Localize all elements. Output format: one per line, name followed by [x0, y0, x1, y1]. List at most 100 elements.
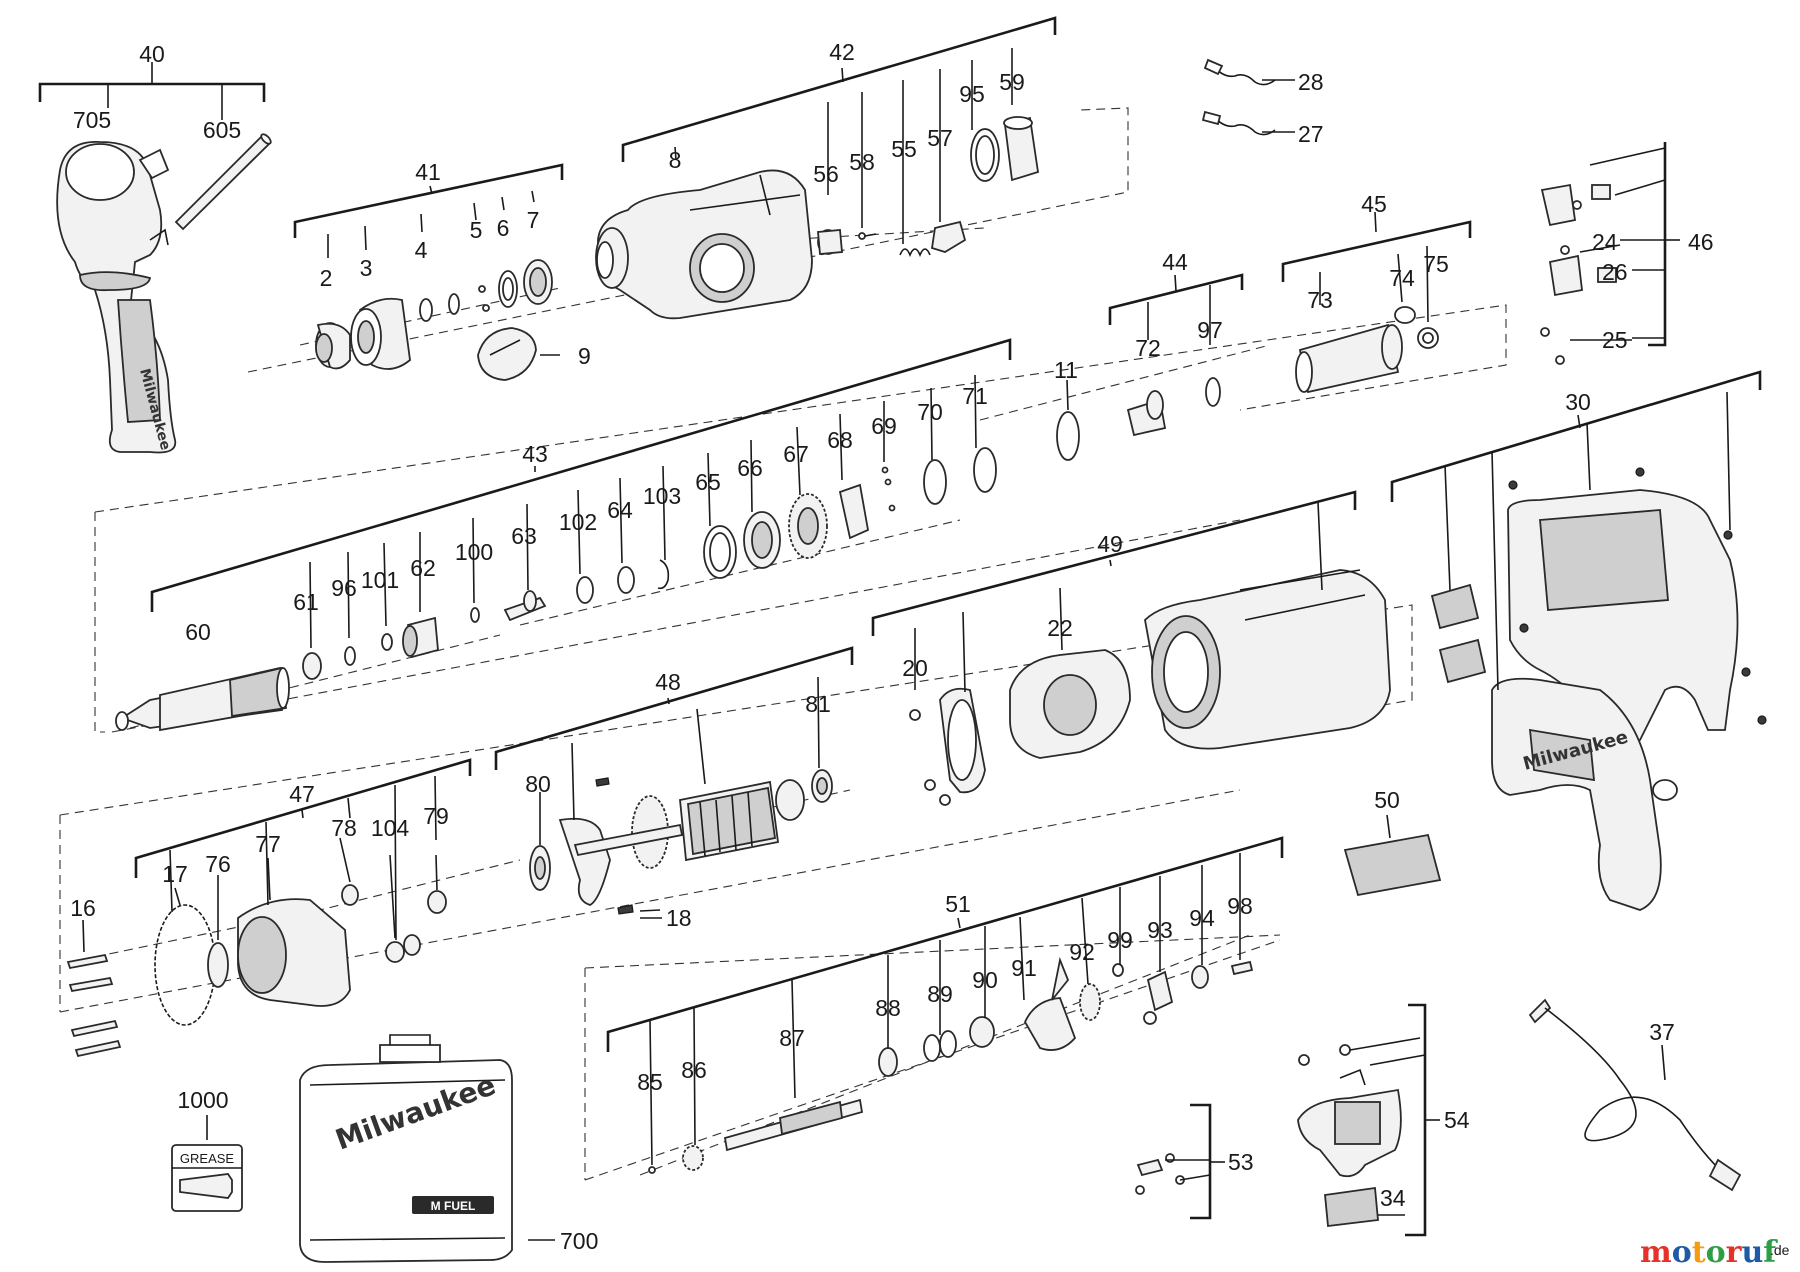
callout-69: 69 [871, 413, 897, 439]
callout-37: 37 [1649, 1019, 1675, 1045]
callout-95: 95 [959, 81, 985, 107]
callout-80: 80 [525, 771, 551, 797]
callout-58: 58 [849, 149, 875, 175]
callout-104: 104 [371, 815, 410, 841]
callout-41: 41 [415, 159, 441, 185]
callout-78: 78 [331, 815, 357, 841]
watermark-letter: t [1692, 1235, 1706, 1270]
callout-605: 605 [203, 117, 241, 143]
callout-65: 65 [695, 469, 721, 495]
callout-11: 11 [1054, 357, 1078, 383]
callout-20: 20 [902, 655, 928, 681]
spindle-assembly-parts [115, 411, 1080, 732]
callout-89: 89 [927, 981, 953, 1007]
callout-53: 53 [1228, 1149, 1254, 1175]
callout-42: 42 [829, 39, 855, 65]
side-handle-part: Milwaukee [56, 133, 272, 454]
callout-3: 3 [360, 255, 373, 281]
watermark-letter: o [1672, 1235, 1692, 1270]
callout-43: 43 [522, 441, 548, 467]
callout-25: 25 [1602, 327, 1628, 353]
callout-91: 91 [1011, 955, 1037, 981]
callout-63: 63 [511, 523, 537, 549]
callout-99: 99 [1107, 927, 1133, 953]
callout-27: 27 [1298, 121, 1324, 147]
callout-8: 8 [669, 147, 682, 173]
callout-54: 54 [1444, 1107, 1470, 1133]
gearbox-housing-parts [66, 884, 447, 1058]
callout-22: 22 [1047, 615, 1073, 641]
power-cord-part [1528, 998, 1742, 1192]
watermark-letter: m [1640, 1235, 1672, 1270]
watermark-letter: r [1726, 1235, 1743, 1270]
case-badge: M FUEL [431, 1199, 476, 1213]
callout-76: 76 [205, 851, 231, 877]
watermark-letter: f [1763, 1235, 1778, 1270]
callout-6: 6 [497, 215, 510, 241]
callout-47: 47 [289, 781, 315, 807]
callout-96: 96 [331, 575, 357, 601]
callout-88: 88 [875, 995, 901, 1021]
callout-9: 9 [578, 343, 591, 369]
callout-24: 24 [1592, 229, 1618, 255]
callout-brackets [38, 16, 1762, 1241]
callout-86: 86 [681, 1057, 707, 1083]
motor-housing-part: Milwaukee [1430, 467, 1767, 911]
watermark-suffix: .de [1770, 1242, 1790, 1258]
armature-parts [529, 769, 833, 915]
callout-45: 45 [1361, 191, 1387, 217]
watermark-logo: motoruf .de [1640, 1235, 1790, 1270]
callout-85: 85 [637, 1069, 663, 1095]
callout-100: 100 [455, 539, 493, 565]
watermark-letter: u [1741, 1235, 1763, 1270]
callout-49: 49 [1097, 531, 1123, 557]
callout-102: 102 [559, 509, 597, 535]
callout-74: 74 [1389, 265, 1415, 291]
callout-101: 101 [361, 567, 399, 593]
callout-50: 50 [1374, 787, 1400, 813]
foam-pad-part [1343, 833, 1442, 897]
watermark-letter: o [1706, 1235, 1726, 1270]
callout-59: 59 [999, 69, 1025, 95]
grease-icon: GREASE [171, 1144, 243, 1212]
callout-68: 68 [827, 427, 853, 453]
callout-56: 56 [813, 161, 839, 187]
callout-77: 77 [255, 831, 281, 857]
callout-81: 81 [805, 691, 831, 717]
callout-103: 103 [643, 483, 681, 509]
stator-parts [909, 569, 1391, 806]
callout-28: 28 [1298, 69, 1324, 95]
callout-48: 48 [655, 669, 681, 695]
callout-18: 18 [666, 905, 692, 931]
callout-97: 97 [1197, 317, 1223, 343]
callout-60: 60 [185, 619, 211, 645]
callout-75: 75 [1423, 251, 1449, 277]
callout-700: 700 [560, 1228, 598, 1254]
callout-73: 73 [1307, 287, 1333, 313]
intermediate-shaft-parts [648, 956, 1254, 1174]
watermark-text: motoruf [1640, 1235, 1778, 1270]
callout-46: 46 [1688, 229, 1714, 255]
callout-66: 66 [737, 455, 763, 481]
chuck-front-parts [315, 259, 553, 381]
callout-70: 70 [917, 399, 943, 425]
callout-4: 4 [415, 237, 428, 263]
callout-94: 94 [1189, 905, 1215, 931]
callout-16: 16 [70, 895, 96, 921]
callout-87: 87 [779, 1025, 805, 1051]
callout-55: 55 [891, 136, 917, 162]
callout-92: 92 [1069, 939, 1095, 965]
callout-1000: 1000 [177, 1087, 228, 1113]
callout-5: 5 [470, 217, 483, 243]
callout-64: 64 [607, 497, 633, 523]
callout-62: 62 [410, 555, 436, 581]
carry-case-part: Milwaukee M FUEL [299, 1034, 513, 1263]
callout-2: 2 [320, 265, 333, 291]
callout-71: 71 [962, 383, 988, 409]
callout-90: 90 [972, 967, 998, 993]
callout-57: 57 [927, 125, 953, 151]
gear-housing-part [595, 116, 1040, 320]
callout-72: 72 [1135, 335, 1161, 361]
callout-67: 67 [783, 441, 809, 467]
